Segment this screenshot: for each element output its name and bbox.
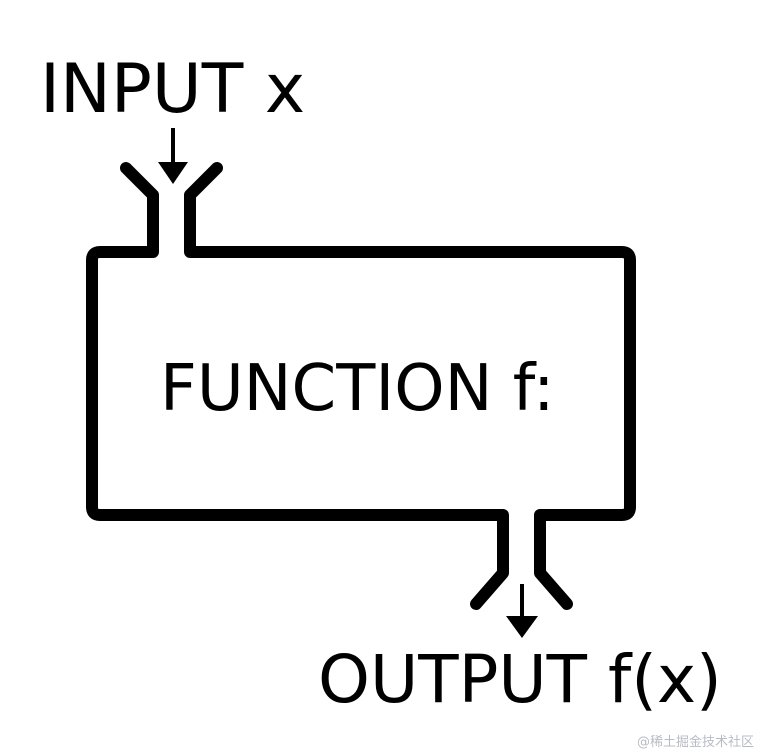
output-label: OUTPUT f(x) (318, 641, 722, 718)
function-label: FUNCTION f: (160, 352, 555, 426)
output-arrow-head (506, 616, 538, 638)
input-arrow-head (158, 162, 188, 184)
machine-outline (86, 162, 636, 610)
input-label: INPUT x (40, 50, 306, 129)
watermark: @稀土掘金技术社区 (636, 735, 754, 750)
